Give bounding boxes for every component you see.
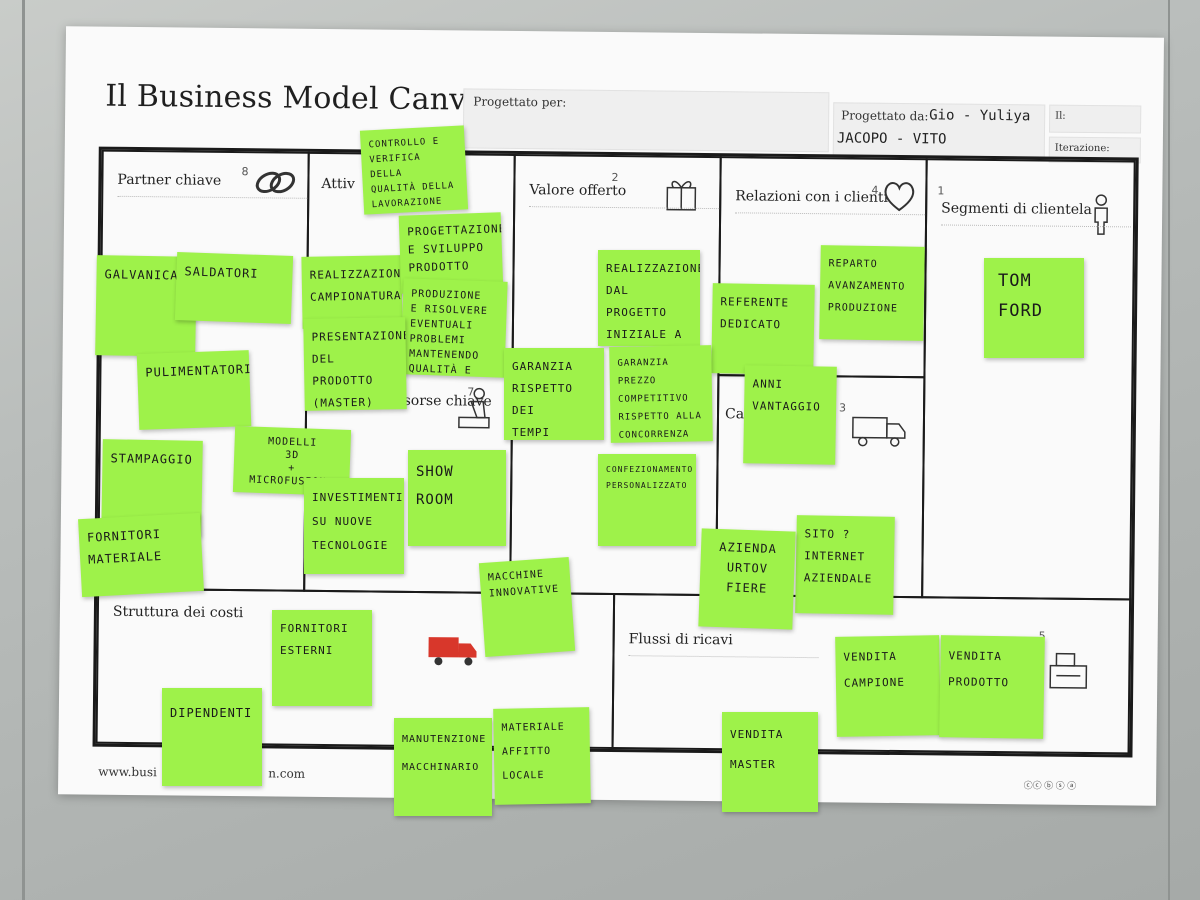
revenues-title: Flussi di ricavi [628,631,733,649]
chain-link-icon [255,171,296,194]
date-label: Il: [1055,110,1066,122]
heart-icon [884,182,915,212]
sticky-note-investimenti[interactable]: Investimenti su nuove tecnologie [304,478,404,574]
sticky-note-vendita-prodotto[interactable]: Vendita prodotto [939,635,1045,739]
gift-icon [666,180,697,211]
channels-number: 3 [839,401,847,415]
sticky-note-dipendenti[interactable]: Dipendenti [162,688,262,786]
sticky-note-materiale-affitto[interactable]: Materiale affitto locale [493,707,591,805]
window-frame-right [1168,0,1170,900]
iteration-label: Iterazione: [1054,142,1110,155]
sticky-note-reparto[interactable]: Reparto avanzamento produzione [819,245,925,341]
sticky-note-vendita-campione[interactable]: Vendita campione [835,635,941,737]
sticky-note-produzione[interactable]: Produzione e risolvere eventuali problem… [400,278,508,378]
sticky-note-macchine-innovative[interactable]: Macchine innovative [478,556,576,658]
activities-title: Attiv [321,175,356,193]
designed-for-label: Progettato per: [473,94,567,110]
sticky-note-confezionamento[interactable]: Confezionamento personalizzato [598,454,696,546]
designed-by-value-2: Jacopo - Vito [836,130,947,148]
sticky-note-realizzazione-progetto[interactable]: Realizzazione dal progetto iniziale a fi… [598,250,700,346]
designed-by-label: Progettato da: [841,108,929,124]
segments-number: 1 [937,184,945,198]
relations-number: 4 [871,183,879,197]
sticky-note-pulimentatori[interactable]: Pulimentatori [136,350,252,430]
partners-title: Partner chiave [117,171,222,189]
costs-title: Struttura dei costi [112,603,244,622]
sticky-note-tom-ford[interactable]: Tom Ford [984,258,1084,358]
value-title: Valore offerto [529,182,627,200]
sticky-note-show-room[interactable]: Show room [408,450,506,546]
business-model-canvas-poster: Il Business Model Canvas Progettato per:… [58,26,1164,806]
relations-title: Relazioni con i clienti [735,188,889,206]
sticky-note-saldatori[interactable]: Saldatori [174,251,294,325]
sticky-note-sito-internet[interactable]: Sito ? internet aziendale [795,515,895,615]
value-number: 2 [611,170,619,185]
sticky-note-garanzia-prezzo[interactable]: Garanzia prezzo competitivo rispetto all… [609,345,713,443]
person-icon [1094,194,1108,235]
footer-url-end: n.com [268,766,306,781]
worker-icon [458,387,490,429]
cash-register-icon [1049,652,1088,689]
cc-license-icons: ⓒⓒ ⓑ ⓢ ⓐ [1023,780,1077,791]
designed-by-value: Gio - Yuliya [929,107,1031,125]
red-truck-icon [428,637,477,666]
sticky-note-fornitori-esterni[interactable]: Fornitori esterni [272,610,372,706]
revenues-fine-print [627,655,819,719]
sticky-note-garanzia-tempi[interactable]: Garanzia rispetto dei tempi [504,348,604,440]
sticky-note-manutenzione[interactable]: Manutenzione macchinario [394,718,492,816]
channels-title: Ca [724,406,745,423]
partners-number: 8 [241,165,249,179]
footer-url-start: www.busi [98,764,157,780]
canvas-title: Il Business Model Canvas [105,78,501,118]
truck-icon [852,416,906,447]
sticky-note-azienda-fiere[interactable]: Azienda urtov fiere [698,528,796,630]
sticky-note-referente[interactable]: Referente dedicato [711,283,815,375]
sticky-note-quality-control[interactable]: Controllo e verifica della qualità della… [359,125,469,215]
sticky-note-anni-vantaggio[interactable]: Anni vantaggio [743,365,837,465]
sticky-note-fornitori-materiale[interactable]: Fornitori materiale [78,512,204,598]
canvas-grid: Partner chiave 8 Attiv Valore offerto 2 … [92,146,1139,758]
sticky-note-vendita-master[interactable]: Vendita master [722,712,818,812]
sticky-note-presentazione[interactable]: Presentazione del prodotto (master) [303,317,407,411]
window-frame-left [22,0,25,900]
partners-fine-print [116,195,308,239]
segments-title: Segmenti di clientela [941,200,1092,219]
segments-fine-print [940,224,1132,262]
